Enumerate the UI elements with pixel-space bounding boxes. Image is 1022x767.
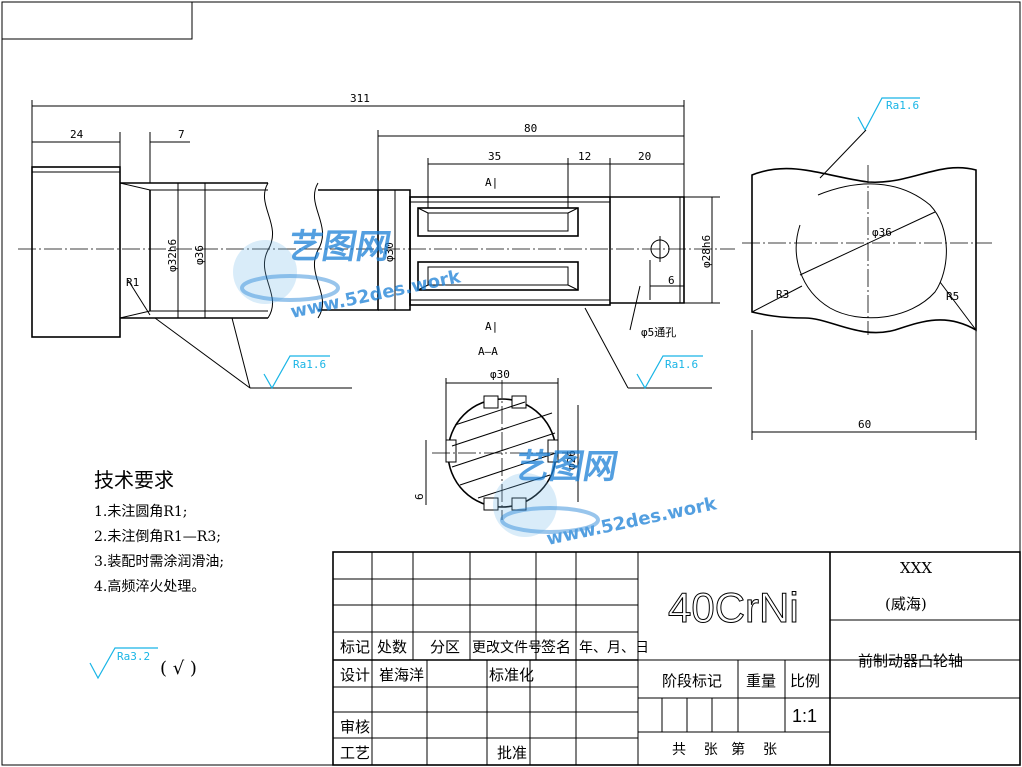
dim-end: 20 [638, 150, 651, 163]
hdr-mark: 标记 [340, 638, 370, 656]
company-line1: XXX [900, 559, 932, 577]
dim-hole-offset: 6 [668, 274, 675, 287]
shaft-main-view [18, 166, 735, 338]
hdr-sign: 签名 [541, 638, 571, 656]
tech-title: 技术要求 [94, 468, 174, 492]
roughness-symbols: Ra1.6 Ra1.6 [263, 355, 703, 390]
fillet-r1: R1 [126, 276, 139, 289]
tech-requirements: 技术要求 1.未注圆角R1; 2.未注倒角R1—R3; 3.装配时需涂润滑油; … [94, 468, 224, 595]
hole-note: φ5通孔 [641, 326, 676, 339]
company-line2: (威海) [885, 595, 927, 613]
stage-label: 阶段标记 [662, 672, 722, 690]
sheet-count: 共 张 第 张 [672, 741, 777, 758]
part-name: 前制动器凸轮轴 [858, 652, 963, 670]
tech-item-2: 2.未注倒角R1—R3; [94, 529, 221, 545]
design-label: 设计 [340, 666, 370, 684]
main-dimensions: 311 24 7 80 35 12 20 φ32h6 φ36 φ30 φ28h6… [31, 92, 720, 389]
weight-label: 重量 [746, 672, 776, 690]
hdr-date: 年、月、日 [579, 640, 649, 656]
corner-box [1, 1, 193, 40]
title-block: 标记 处数 分区 更改文件号 签名 年、月、日 设计 崔海洋 标准化 审核 工艺… [332, 551, 1021, 766]
section-a-a: A—A φ30 φ26 6 [413, 345, 579, 520]
side-view: Ra1.6 φ36 R3 R5 60 [742, 97, 992, 440]
side-r3: R3 [776, 288, 789, 301]
side-dia-36: φ36 [872, 226, 892, 239]
section-key-width: 6 [413, 493, 426, 500]
tech-item-4: 4.高频淬火处理。 [94, 578, 205, 595]
dim-shoulder: 7 [178, 128, 185, 141]
scale-label: 比例 [790, 672, 820, 690]
side-roughness: Ra1.6 [886, 99, 919, 112]
watermark-name-bottom: 艺图网 [512, 447, 621, 487]
dim-overall: 311 [350, 92, 370, 105]
dim-gap: 12 [578, 150, 591, 163]
roughness-general: Ra3.2 [117, 650, 150, 663]
tech-item-1: 1.未注圆角R1; [94, 504, 188, 520]
dim-d32: φ32h6 [166, 239, 179, 272]
side-width-60: 60 [858, 418, 871, 431]
watermark-url-top: www.52des.work [289, 266, 464, 323]
roughness-middle: Ra1.6 [665, 358, 698, 371]
section-mark-bottom: A| [485, 320, 498, 333]
section-title: A—A [478, 345, 498, 358]
dim-d30: φ30 [383, 242, 396, 262]
tech-item-3: 3.装配时需涂润滑油; [94, 553, 224, 570]
section-dia-26: φ26 [565, 450, 578, 470]
general-roughness: Ra3.2 ( √ ) [89, 647, 197, 680]
dim-left-collar: 24 [70, 128, 84, 141]
side-r5: R5 [946, 290, 959, 303]
dim-right-section: 80 [524, 122, 537, 135]
roughness-left: Ra1.6 [293, 358, 326, 371]
hdr-count: 处数 [377, 638, 407, 656]
watermark-url-bottom: www.52des.work [545, 493, 720, 550]
scale-value: 1:1 [792, 706, 817, 726]
watermark-top: 艺图网 www.52des.work [233, 227, 463, 323]
designer-name: 崔海洋 [379, 666, 424, 684]
review-label: 审核 [340, 718, 370, 736]
hdr-doc: 更改文件号 [472, 640, 542, 656]
material: 40CrNi [668, 584, 799, 631]
watermark-name-top: 艺图网 [285, 227, 394, 267]
section-mark-top: A| [485, 176, 498, 189]
process-label: 工艺 [340, 744, 370, 762]
section-dia-30: φ30 [490, 368, 510, 381]
standardize-label: 标准化 [489, 666, 534, 684]
roughness-general-suffix: ( √ ) [160, 658, 197, 679]
approve-label: 批准 [497, 744, 527, 762]
watermark-bottom: 艺图网 www.52des.work [493, 447, 719, 550]
dim-d28: φ28h6 [700, 235, 713, 268]
dim-d36: φ36 [193, 245, 206, 265]
dim-keyway: 35 [488, 150, 501, 163]
hdr-zone: 分区 [430, 638, 460, 656]
